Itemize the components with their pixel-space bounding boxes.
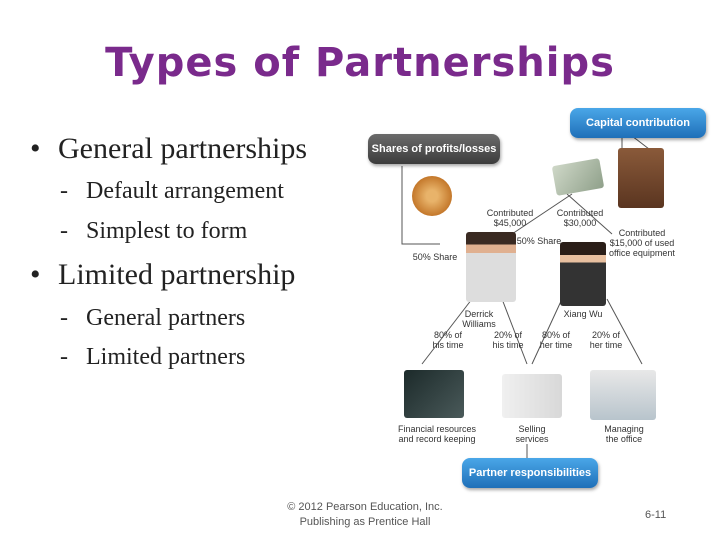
- bullet-glyph: •: [30, 132, 41, 165]
- partner-responsibilities-pill: Partner responsibilities: [462, 458, 598, 488]
- copyright-line: © 2012 Pearson Education, Inc.: [287, 501, 443, 513]
- percent-label: 20% of: [493, 330, 523, 340]
- contributed-label: Contributed: [618, 228, 666, 238]
- amount-label: $30,000: [563, 218, 597, 228]
- partner1-name: Derrick Williams: [454, 309, 504, 329]
- time-share-3: 80% of her time: [534, 330, 578, 350]
- office-photo: [590, 370, 656, 420]
- pie-icon: [412, 176, 452, 216]
- responsibility-line1: Selling: [518, 424, 546, 434]
- share-left-label: 50% Share: [412, 252, 458, 262]
- bullet-glyph: •: [30, 258, 41, 291]
- sub-bullet-simplest-to-form: -Simplest to form: [60, 218, 247, 245]
- partner2-name: Xiang Wu: [563, 309, 603, 319]
- office-desk-icon: [618, 148, 664, 208]
- dash-glyph: -: [60, 218, 68, 244]
- percent-label: 80% of: [541, 330, 571, 340]
- contributed-45000-label: Contributed $45,000: [480, 208, 540, 228]
- sub-bullet-text: Default arrangement: [86, 178, 284, 204]
- bullet-general-partnerships: • General partnerships: [30, 132, 307, 166]
- responsibility-line2: services: [515, 434, 549, 444]
- sub-bullet-general-partners: -General partners: [60, 305, 245, 332]
- partner-last-name: Williams: [462, 319, 496, 329]
- capital-contribution-pill: Capital contribution: [570, 108, 706, 138]
- responsibility-line1: Managing: [604, 424, 644, 434]
- time-label: her time: [539, 340, 573, 350]
- contributed-label: Contributed: [486, 208, 534, 218]
- equipment-label: office equipment: [609, 248, 675, 258]
- sub-bullet-text: General partners: [86, 305, 246, 331]
- handshake-photo: [502, 374, 562, 418]
- contributed-30000-label: Contributed $30,000: [550, 208, 610, 228]
- page-number: 6-11: [645, 509, 667, 521]
- bullet-text: Limited partnership: [58, 258, 296, 291]
- amount-label: $15,000 of used: [609, 238, 675, 248]
- shares-of-profits-pill: Shares of profits/losses: [368, 134, 500, 164]
- time-share-2: 20% of his time: [486, 330, 530, 350]
- dash-glyph: -: [60, 305, 68, 331]
- time-label: his time: [432, 340, 464, 350]
- bullet-limited-partnership: • Limited partnership: [30, 258, 295, 292]
- time-label: his time: [492, 340, 524, 350]
- financial-records-photo: [404, 370, 464, 418]
- responsibility-managing: Managing the office: [594, 424, 654, 444]
- responsibility-line1: Financial resources: [397, 424, 477, 434]
- partner-woman-photo: [560, 242, 606, 306]
- percent-label: 80% of: [433, 330, 463, 340]
- dash-glyph: -: [60, 344, 68, 370]
- partner-man-photo: [466, 232, 516, 302]
- responsibility-selling: Selling services: [502, 424, 562, 444]
- share-right-label: 50% Share: [516, 236, 562, 246]
- sub-bullet-default-arrangement: -Default arrangement: [60, 178, 284, 205]
- figure-connector-lines: [401, 135, 663, 459]
- amount-label: $45,000: [493, 218, 527, 228]
- time-share-1: 80% of his time: [426, 330, 470, 350]
- responsibility-financial: Financial resources and record keeping: [392, 424, 482, 444]
- sub-bullet-text: Limited partners: [86, 344, 246, 370]
- partner-first-name: Derrick: [464, 309, 494, 319]
- publisher-line: Publishing as Prentice Hall: [299, 516, 431, 528]
- slide-title: Types of Partnerships: [105, 40, 615, 86]
- time-share-4: 20% of her time: [584, 330, 628, 350]
- responsibility-line2: and record keeping: [398, 434, 476, 444]
- responsibility-line2: the office: [605, 434, 643, 444]
- contributed-label: Contributed: [556, 208, 604, 218]
- copyright-footer: © 2012 Pearson Education, Inc. Publishin…: [270, 500, 460, 530]
- bullet-text: General partnerships: [58, 132, 308, 165]
- sub-bullet-limited-partners: -Limited partners: [60, 344, 245, 371]
- dash-glyph: -: [60, 178, 68, 204]
- percent-label: 20% of: [591, 330, 621, 340]
- contributed-equipment-label: Contributed $15,000 of used office equip…: [602, 228, 682, 258]
- partnership-figure: Capital contribution Shares of profits/l…: [362, 104, 720, 500]
- time-label: her time: [589, 340, 623, 350]
- sub-bullet-text: Simplest to form: [86, 218, 248, 244]
